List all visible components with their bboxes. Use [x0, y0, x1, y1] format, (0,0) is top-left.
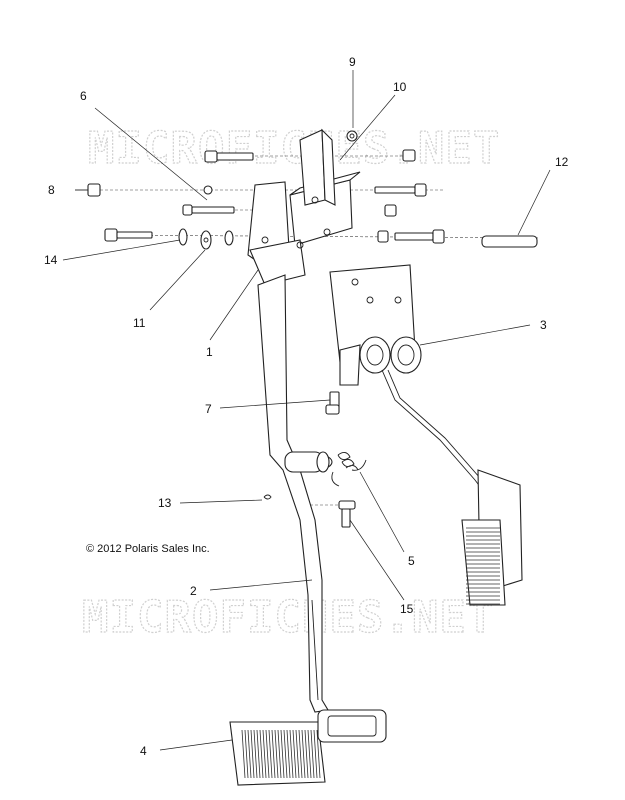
callout-14: 14 [44, 253, 58, 267]
callout-15: 15 [400, 602, 414, 616]
callout-10: 10 [393, 80, 407, 94]
throttle-pedal-assembly [329, 264, 523, 606]
callout-2: 2 [190, 584, 197, 598]
watermark-bottom: MICROFICHES.NET [82, 592, 494, 643]
callout-13: 13 [158, 496, 172, 510]
callout-12: 12 [555, 155, 569, 169]
copyright-text: © 2012 Polaris Sales Inc. [86, 543, 210, 555]
fasteners [75, 130, 538, 528]
brake-pedal-arm [257, 274, 333, 713]
callout-11: 11 [133, 316, 146, 330]
callout-labels: 1 2 3 4 5 6 7 8 9 10 11 12 13 14 15 [44, 55, 569, 758]
callout-8: 8 [48, 183, 55, 197]
watermark-top: MICROFICHES.NET [88, 123, 500, 174]
callout-5: 5 [408, 554, 415, 568]
callout-9: 9 [349, 55, 356, 69]
callout-1: 1 [206, 345, 213, 359]
pedal-bracket [247, 128, 361, 286]
callout-6: 6 [80, 89, 87, 103]
callout-4: 4 [140, 744, 147, 758]
return-spring [331, 452, 367, 487]
callout-3: 3 [540, 318, 547, 332]
callout-7: 7 [205, 402, 212, 416]
brake-pad [229, 709, 387, 786]
leader-lines [62, 70, 551, 751]
